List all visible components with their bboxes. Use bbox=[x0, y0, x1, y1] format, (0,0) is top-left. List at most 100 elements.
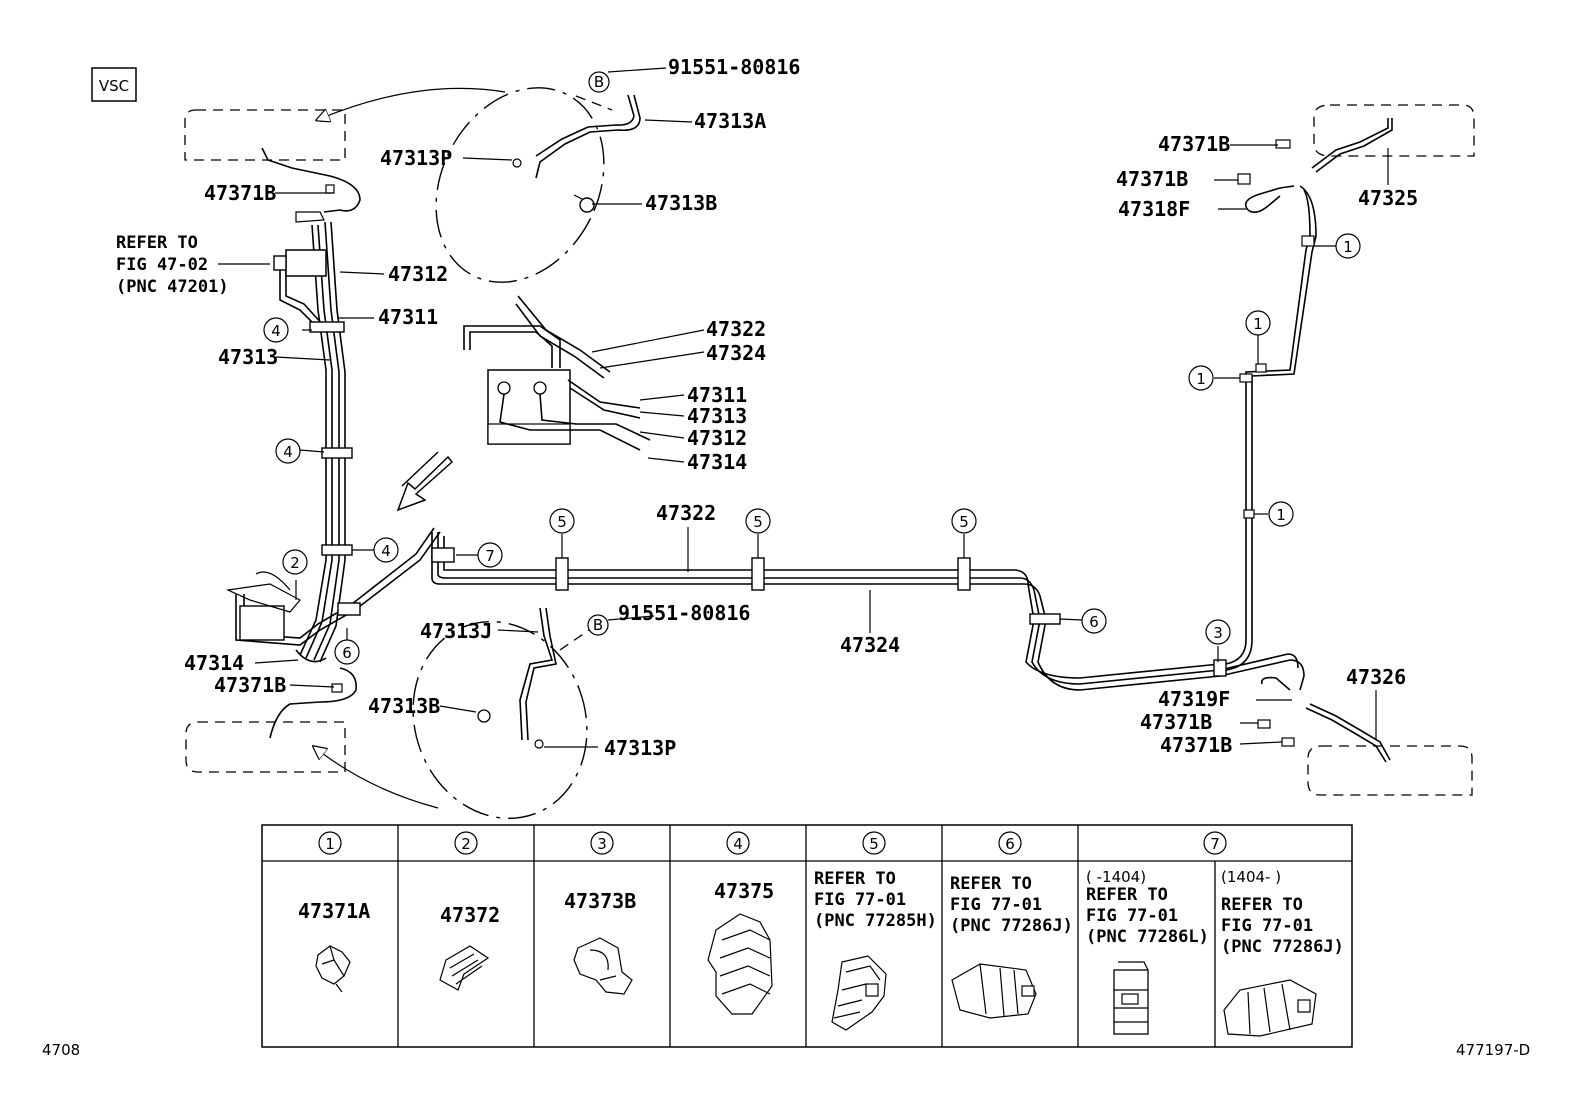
label-47313A: 47313A bbox=[694, 109, 766, 133]
svg-text:1: 1 bbox=[1276, 506, 1286, 524]
label-47324-main: 47324 bbox=[840, 633, 900, 657]
label-47319F: 47319F bbox=[1158, 687, 1230, 711]
marker-5-a: 5 bbox=[549, 508, 575, 534]
cell-7b-range: (1404- ) bbox=[1221, 868, 1281, 886]
table-header-2: 2 bbox=[454, 831, 478, 855]
left-pipe-bundle bbox=[225, 211, 441, 663]
table-header-3: 3 bbox=[590, 831, 614, 855]
refer-left-line3: (PNC 47201) bbox=[116, 277, 229, 297]
svg-text:6: 6 bbox=[1089, 613, 1099, 631]
cell-5-ref-2: FIG 77-01 bbox=[814, 890, 906, 910]
label-47311-left: 47311 bbox=[378, 305, 438, 329]
marker-b-bottom: B bbox=[587, 614, 609, 636]
marker-4-b: 4 bbox=[275, 438, 301, 464]
wheel-box-front-left bbox=[184, 109, 346, 161]
cell-7b-ref-1: REFER TO bbox=[1221, 895, 1303, 915]
label-47324-inset: 47324 bbox=[706, 341, 766, 365]
label-47311-inset: 47311 bbox=[687, 383, 747, 407]
label-47313J: 47313J bbox=[420, 619, 492, 643]
svg-text:5: 5 bbox=[557, 513, 567, 531]
footer-right-code: 477197-D bbox=[1456, 1041, 1530, 1059]
cell-7a-ref-1: REFER TO bbox=[1086, 885, 1168, 905]
clip-47375-icon bbox=[707, 913, 773, 1015]
curved-arrow-bottom-icon bbox=[318, 750, 439, 809]
marker-5-c: 5 bbox=[951, 508, 977, 534]
svg-text:4: 4 bbox=[381, 542, 391, 560]
marker-2: 2 bbox=[282, 549, 308, 575]
svg-text:7: 7 bbox=[485, 547, 495, 565]
svg-text:7: 7 bbox=[1210, 835, 1220, 853]
svg-text:B: B bbox=[594, 73, 604, 91]
svg-text:6: 6 bbox=[342, 644, 352, 662]
clip-47372-icon bbox=[439, 945, 490, 991]
label-47312-left: 47312 bbox=[388, 262, 448, 286]
clip-47373B-icon bbox=[573, 937, 633, 995]
label-47322-inset: 47322 bbox=[706, 317, 766, 341]
cell-4-part: 47375 bbox=[714, 879, 774, 903]
cell-5-ref-1: REFER TO bbox=[814, 869, 896, 889]
top-detail-hose bbox=[512, 94, 641, 213]
circle-markers: B B 4 4 4 7 2 6 5 5 5 6 3 1 1 1 1 bbox=[263, 71, 1361, 665]
cell-7b-ref-3: (PNC 77286J) bbox=[1221, 937, 1344, 957]
cell-3-part: 47373B bbox=[564, 889, 636, 913]
cell-6-ref-1: REFER TO bbox=[950, 874, 1032, 894]
svg-text:5: 5 bbox=[869, 835, 879, 853]
clip-77286J-b-icon bbox=[1223, 979, 1317, 1037]
wheel-box-rear-left bbox=[185, 721, 346, 773]
refer-left-line1: REFER TO bbox=[116, 233, 198, 253]
bottom-detail-hose bbox=[477, 607, 557, 749]
leader-lines bbox=[218, 67, 1389, 987]
marker-1-a: 1 bbox=[1335, 233, 1361, 259]
svg-text:1: 1 bbox=[1343, 238, 1353, 256]
marker-b-top: B bbox=[588, 71, 610, 93]
vsc-badge-text: VSC bbox=[99, 77, 129, 95]
table-header-6: 6 bbox=[998, 831, 1022, 855]
front-right-hose bbox=[1237, 118, 1393, 214]
curved-arrow-top-icon bbox=[322, 87, 506, 118]
svg-text:1: 1 bbox=[1253, 315, 1263, 333]
refer-left-line2: FIG 47-02 bbox=[116, 255, 208, 275]
marker-7: 7 bbox=[477, 542, 503, 568]
label-47313P-top: 47313P bbox=[380, 146, 452, 170]
label-47322-main: 47322 bbox=[656, 501, 716, 525]
table-header-7: 7 bbox=[1203, 831, 1227, 855]
label-47312-inset: 47312 bbox=[687, 426, 747, 450]
svg-text:1: 1 bbox=[1196, 370, 1206, 388]
label-47314-left: 47314 bbox=[184, 651, 244, 675]
cell-2-part: 47372 bbox=[440, 903, 500, 927]
marker-6-right: 6 bbox=[1081, 608, 1107, 634]
table-header-5: 5 bbox=[862, 831, 886, 855]
marker-4-a: 4 bbox=[263, 317, 289, 343]
detail-oval-bottom bbox=[412, 620, 588, 820]
cell-1-part: 47371A bbox=[298, 899, 370, 923]
svg-text:3: 3 bbox=[597, 835, 607, 853]
wheel-box-front-right bbox=[1313, 104, 1475, 157]
marker-4-c: 4 bbox=[373, 537, 399, 563]
parts-table: 1 2 3 4 5 6 7 47371A 47372 47373B 47375 … bbox=[261, 824, 1353, 1048]
clip-77286J-icon bbox=[951, 963, 1037, 1019]
label-47313-left: 47313 bbox=[218, 345, 278, 369]
detail-oval-top bbox=[435, 87, 605, 283]
svg-text:4: 4 bbox=[733, 835, 743, 853]
part-labels: 91551-80816 47313A 47313P 47313B 47371B … bbox=[116, 55, 1418, 760]
cell-7b-ref-2: FIG 77-01 bbox=[1221, 916, 1313, 936]
svg-text:5: 5 bbox=[753, 513, 763, 531]
svg-text:6: 6 bbox=[1005, 835, 1015, 853]
cell-6-ref-3: (PNC 77286J) bbox=[950, 916, 1073, 936]
marker-1-b: 1 bbox=[1245, 310, 1271, 336]
svg-text:B: B bbox=[593, 616, 603, 634]
label-47371B-bottom-right-1: 47371B bbox=[1140, 710, 1212, 734]
label-47371B-top-right-1: 47371B bbox=[1158, 132, 1230, 156]
label-91551-bottom: 91551-80816 bbox=[618, 601, 750, 625]
cell-7a-ref-2: FIG 77-01 bbox=[1086, 906, 1178, 926]
cell-7a-ref-3: (PNC 77286L) bbox=[1086, 927, 1209, 947]
label-47326: 47326 bbox=[1346, 665, 1406, 689]
abs-actuator-inset bbox=[463, 295, 651, 451]
marker-1-d: 1 bbox=[1268, 501, 1294, 527]
front-left-hose bbox=[261, 147, 361, 213]
clip-77285H-icon bbox=[831, 955, 887, 1031]
rear-left-hose bbox=[269, 667, 357, 739]
label-47313P-bottom: 47313P bbox=[604, 736, 676, 760]
table-header-1: 1 bbox=[318, 831, 342, 855]
